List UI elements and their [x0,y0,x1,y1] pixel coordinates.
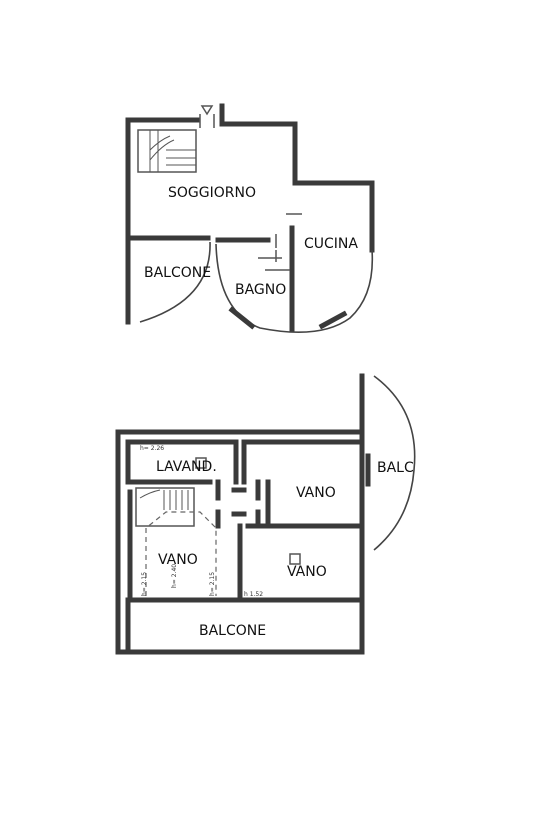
upper-stairs-icon [137,129,197,173]
height-lavand: h= 2.26 [140,445,164,452]
label-balc: BALC [377,460,414,476]
label-balcone-upper: BALCONE [144,265,211,281]
soggiorno-bottom-wall [125,235,271,243]
corridor-walls [215,479,261,529]
bagno-partition [258,234,290,271]
lower-vano-walls [127,489,365,603]
label-soggiorno: SOGGIORNO [168,185,256,201]
vano-fixture-icon [289,553,301,565]
label-bagno: BAGNO [235,282,286,298]
balcone-lower-frame [115,597,365,655]
lavand-fixture-icon [195,457,207,469]
label-lavand: LAVAND. [156,459,217,475]
height-vano-right: h 1.52 [244,591,263,598]
balcone-curve [139,241,211,323]
lower-floor: h= 2.26 h 1.52 h= 2.15 h= 2.40 h= 2.15 L… [115,373,416,655]
height-slope-a: h= 2.15 [141,572,148,596]
height-slope-b: h= 2.40 [171,564,178,588]
lower-outer-wall [115,373,365,435]
lavand-wall [125,439,239,485]
vano-top-walls [241,439,365,529]
label-vano-top: VANO [296,485,336,501]
label-balcone-lower: BALCONE [199,623,266,639]
window-cucina [318,310,348,330]
balc-curve [373,375,416,551]
label-vano-left: VANO [158,552,198,568]
height-slope-c: h= 2.15 [209,572,216,596]
upper-floor: SOGGIORNO CUCINA BALCONE BAGNO [125,103,375,333]
lower-stairs-icon [135,487,195,527]
upper-outer-wall [125,103,375,253]
window-bagno [228,306,256,330]
entrance-posts [199,114,215,128]
label-vano-right: VANO [287,564,327,580]
sloped-ceiling-outline [145,511,217,596]
label-cucina: CUCINA [304,236,358,252]
entrance-triangle-icon [200,105,214,116]
bagno-cucina-curve [215,243,374,333]
